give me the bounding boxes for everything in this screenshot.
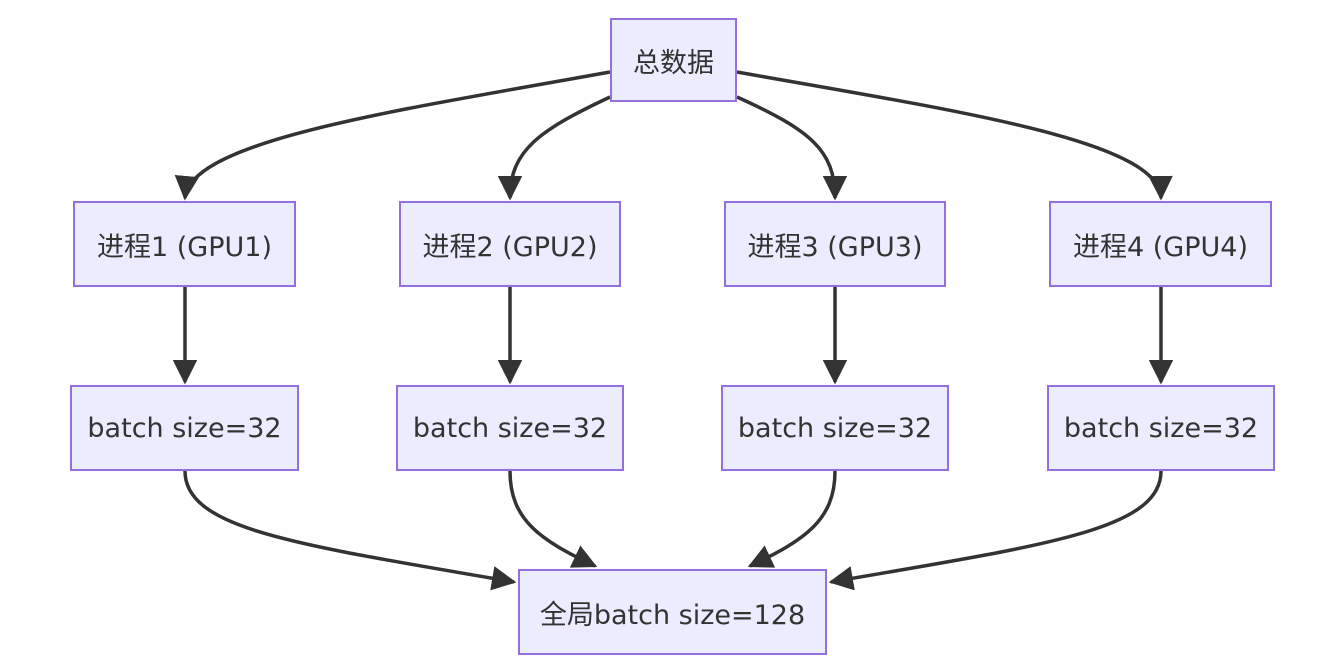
root-node: 总数据 xyxy=(610,18,737,102)
batch-node-4: batch size=32 xyxy=(1047,385,1275,471)
process-node-2: 进程2 (GPU2) xyxy=(399,201,621,287)
edge-batch-4-to-global xyxy=(828,470,1163,591)
edge-batch-2-to-global xyxy=(508,470,598,568)
process-node-4: 进程4 (GPU4) xyxy=(1049,201,1272,287)
batch-node-2: batch size=32 xyxy=(396,385,624,471)
process-node-3: 进程3 (GPU3) xyxy=(724,201,946,287)
edge-batch-3-to-global xyxy=(747,470,837,568)
edge-batch-1-to-global xyxy=(183,470,517,591)
batch-node-3: batch size=32 xyxy=(721,385,949,471)
edge-root-to-process-2 xyxy=(497,95,611,201)
global-batch-node: 全局batch size=128 xyxy=(518,569,827,655)
process-node-1: 进程1 (GPU1) xyxy=(73,201,296,287)
edge-root-to-process-1 xyxy=(174,70,611,201)
batch-node-1: batch size=32 xyxy=(70,385,299,471)
edge-root-to-process-4 xyxy=(736,70,1173,201)
edge-root-to-process-3 xyxy=(736,95,848,201)
